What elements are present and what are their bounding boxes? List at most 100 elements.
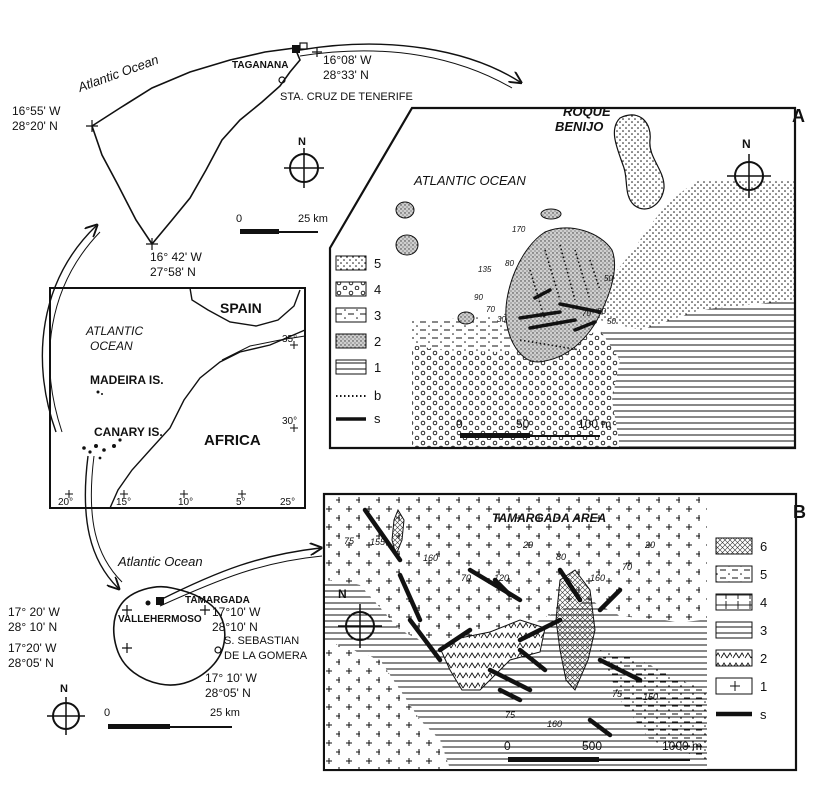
svg-text:25 km: 25 km: [298, 213, 328, 225]
gomera-map: Atlantic Ocean TAMARGADA VALLEHERMOSO 17…: [8, 554, 308, 735]
panel-a-north-arrow-icon: N: [727, 137, 771, 198]
gomera-w-lon: 17°20' W: [8, 641, 57, 655]
legend-a-5-label: 5: [374, 256, 381, 271]
panel-b-legend: 6 5 4 3 2 1 s: [715, 537, 767, 722]
regional-map-frame: [49, 287, 306, 509]
svg-text:135: 135: [478, 265, 492, 274]
svg-text:160: 160: [590, 573, 605, 583]
tenerife-s-lat: 27°58' N: [150, 265, 196, 279]
gomera-se-lon: 17° 10' W: [205, 671, 257, 685]
tamargada-box: [156, 597, 164, 605]
regional-ocean-label-2: OCEAN: [90, 339, 133, 353]
tamargada-label: TAMARGADA: [185, 595, 250, 606]
tenerife-w-lon: 16°55' W: [12, 104, 61, 118]
svg-text:70: 70: [582, 309, 591, 318]
svg-text:30: 30: [497, 315, 506, 324]
panel-a-frame: [328, 106, 797, 450]
svg-text:50: 50: [516, 417, 530, 431]
unit-5-sand: [578, 180, 794, 330]
svg-text:0: 0: [504, 739, 511, 753]
tenerife-ne-lat: 28°33' N: [323, 68, 369, 82]
tenerife-w-lat: 28°20' N: [12, 119, 58, 133]
panel-b-dip-labels: 75 155 160 70 120 20 80 20 160 70 75 150…: [344, 536, 658, 729]
gomera-w-lat: 28°05' N: [8, 656, 54, 670]
gomera-ne-lon: 17°10' W: [212, 605, 261, 619]
rock-2: [395, 234, 419, 256]
svg-text:160: 160: [547, 719, 562, 729]
tenerife-island-outline: [91, 47, 301, 246]
svg-text:75: 75: [344, 536, 355, 546]
lon-5-label: 5°: [236, 497, 246, 508]
unit-4-circles: [412, 330, 620, 447]
svg-text:80: 80: [597, 307, 606, 316]
lon-20-label: 20°: [58, 497, 73, 508]
unit-1-hlines: [600, 300, 794, 447]
lat-35-label: 35°: [282, 334, 297, 345]
madeira-label: MADEIRA IS.: [90, 373, 164, 387]
svg-text:N: N: [742, 137, 751, 151]
arrow-tenerife-to-a: [299, 43, 520, 82]
legend-a-3-label: 3: [374, 308, 381, 323]
lon-15-label: 15°: [116, 497, 131, 508]
legend-b-5-label: 5: [760, 567, 767, 582]
legend-b-4-label: 4: [760, 595, 767, 610]
regional-graticule: [65, 341, 298, 498]
sebastian-label-1: S. SEBASTIAN: [224, 635, 299, 647]
regional-ocean-label-1: ATLANTIC: [85, 324, 143, 338]
svg-text:50: 50: [604, 274, 613, 283]
svg-text:N: N: [298, 136, 306, 148]
panel-b: B TAMARGADA AREA: [322, 492, 806, 772]
legend-a-4-label: 4: [374, 282, 381, 297]
lat-30-label: 30°: [282, 416, 297, 427]
gomera-island-outline: [112, 586, 226, 686]
legend-a-2-swatch: [335, 333, 367, 349]
regional-map: ATLANTIC OCEAN SPAIN MADEIRA IS. CANARY …: [49, 287, 306, 509]
panel-b-scale-bar: 0 500 1000 m: [504, 739, 702, 762]
svg-text:70: 70: [461, 573, 471, 583]
panel-a-ocean-label: ATLANTIC OCEAN: [413, 173, 526, 188]
tenerife-north-arrow-icon: N: [284, 136, 324, 188]
legend-b-2-label: 2: [760, 651, 767, 666]
legend-a-5-swatch: [335, 255, 367, 271]
panel-a-dip-labels: 170 135 80 50 90 70 30 70 80 50: [474, 225, 616, 326]
svg-text:80: 80: [505, 259, 514, 268]
legend-a-b-label: b: [374, 388, 381, 403]
vallehermoso-label: VALLEHERMOSO: [118, 614, 202, 625]
legend-b-3-label: 3: [760, 623, 767, 638]
tenerife-scale-bar: 0 25 km: [236, 213, 328, 234]
svg-text:75: 75: [505, 710, 516, 720]
santa-cruz-marker: [278, 76, 286, 84]
gomera-north-arrow-icon: N: [47, 683, 85, 735]
gomera-nw-lat: 28° 10' N: [8, 620, 57, 634]
svg-text:150: 150: [643, 692, 658, 702]
canary-islands-dots: [82, 438, 122, 460]
panel-a-letter: A: [792, 106, 805, 126]
svg-text:500: 500: [582, 739, 602, 753]
svg-text:0: 0: [456, 417, 463, 431]
panel-b-dikes: [362, 507, 643, 738]
canary-label: CANARY IS.: [94, 425, 163, 439]
tamargada-area-label: TAMARGADA AREA: [492, 511, 606, 525]
svg-text:0: 0: [104, 707, 110, 719]
tenerife-map: Atlantic Ocean TAGANANA 16°08' W 28°33' …: [12, 42, 413, 279]
tenerife-ocean-label: Atlantic Ocean: [75, 52, 161, 95]
svg-text:70: 70: [486, 305, 495, 314]
legend-a-2-label: 2: [374, 334, 381, 349]
legend-a-4-swatch: [335, 281, 367, 297]
tenerife-s-lon: 16° 42' W: [150, 250, 202, 264]
panel-a-dikes: [518, 288, 602, 332]
svg-text:20: 20: [644, 540, 655, 550]
arrow-canary-to-tenerife: [41, 226, 96, 433]
svg-text:160: 160: [423, 553, 438, 563]
svg-text:90: 90: [474, 293, 483, 302]
arrow-canary-to-gomera: [84, 455, 118, 588]
taganana-label: TAGANANA: [232, 60, 288, 71]
legend-b-1-label: 1: [760, 679, 767, 694]
lon-25-label: 25°: [280, 497, 295, 508]
svg-text:1000 m: 1000 m: [662, 739, 702, 753]
legend-a-s-label: s: [374, 411, 381, 426]
panel-a-dotlines: [519, 244, 601, 351]
rock-3: [540, 208, 562, 220]
legend-b-3-swatch: [715, 621, 753, 639]
